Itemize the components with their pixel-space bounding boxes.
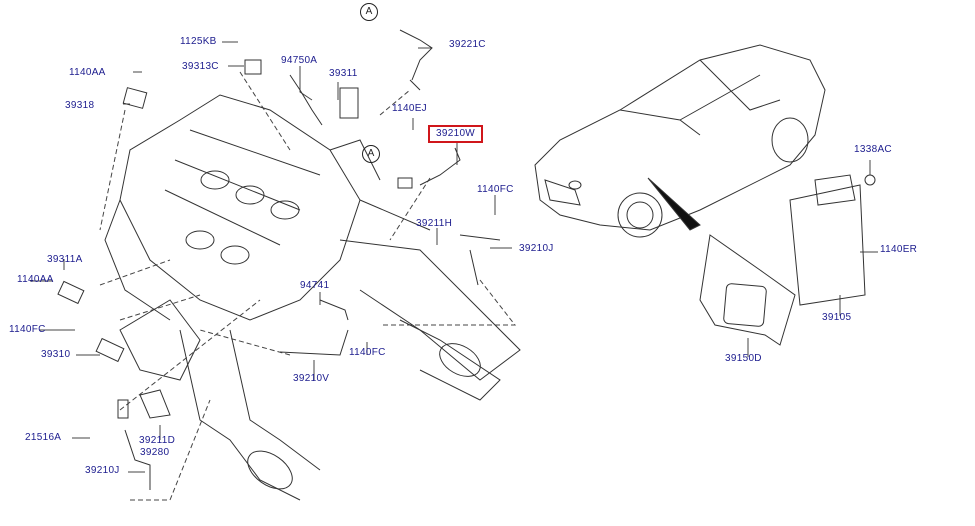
part-label-39210j[interactable]: 39210J — [85, 465, 120, 476]
part-label-1140aa[interactable]: 1140AA — [17, 274, 54, 285]
part-label-39105[interactable]: 39105 — [822, 312, 852, 323]
part-label-39221c[interactable]: 39221C — [449, 39, 486, 50]
part-label-39318[interactable]: 39318 — [65, 100, 95, 111]
part-label-1140fc[interactable]: 1140FC — [349, 347, 386, 358]
car-illustration — [534, 44, 826, 238]
part-label-1140ej[interactable]: 1140EJ — [392, 103, 427, 114]
part-label-39313c[interactable]: 39313C — [182, 61, 219, 72]
part-label-94741[interactable]: 94741 — [300, 280, 330, 291]
part-label-1140aa[interactable]: 1140AA — [69, 67, 106, 78]
part-label-21516a[interactable]: 21516A — [25, 432, 62, 443]
part-label-1140fc[interactable]: 1140FC — [9, 324, 46, 335]
part-label-94750a[interactable]: 94750A — [281, 55, 318, 66]
sensors — [57, 29, 501, 490]
part-label-39311a[interactable]: 39311A — [47, 254, 83, 265]
ref-mark-a: A — [360, 3, 378, 21]
leader-lines — [30, 41, 878, 501]
part-label-39150d[interactable]: 39150D — [725, 353, 762, 364]
part-label-39280[interactable]: 39280 — [140, 447, 170, 458]
part-label-39311[interactable]: 39311 — [329, 68, 358, 79]
part-label-39310[interactable]: 39310 — [41, 349, 71, 360]
part-label-39211d[interactable]: 39211D — [139, 435, 176, 446]
part-label-39211h[interactable]: 39211H — [416, 218, 453, 229]
engine-block — [104, 94, 521, 501]
ref-mark-a: A — [362, 145, 380, 163]
ecu-illustration — [699, 174, 876, 346]
part-label-39210j[interactable]: 39210J — [519, 243, 554, 254]
part-label-39210v[interactable]: 39210V — [293, 373, 330, 384]
part-label-1338ac[interactable]: 1338AC — [854, 144, 892, 155]
part-label-1125kb[interactable]: 1125KB — [180, 36, 217, 47]
part-label-39210w-highlighted[interactable]: 39210W — [428, 125, 484, 143]
part-label-1140er[interactable]: 1140ER — [880, 244, 918, 255]
part-label-1140fc[interactable]: 1140FC — [477, 184, 514, 195]
